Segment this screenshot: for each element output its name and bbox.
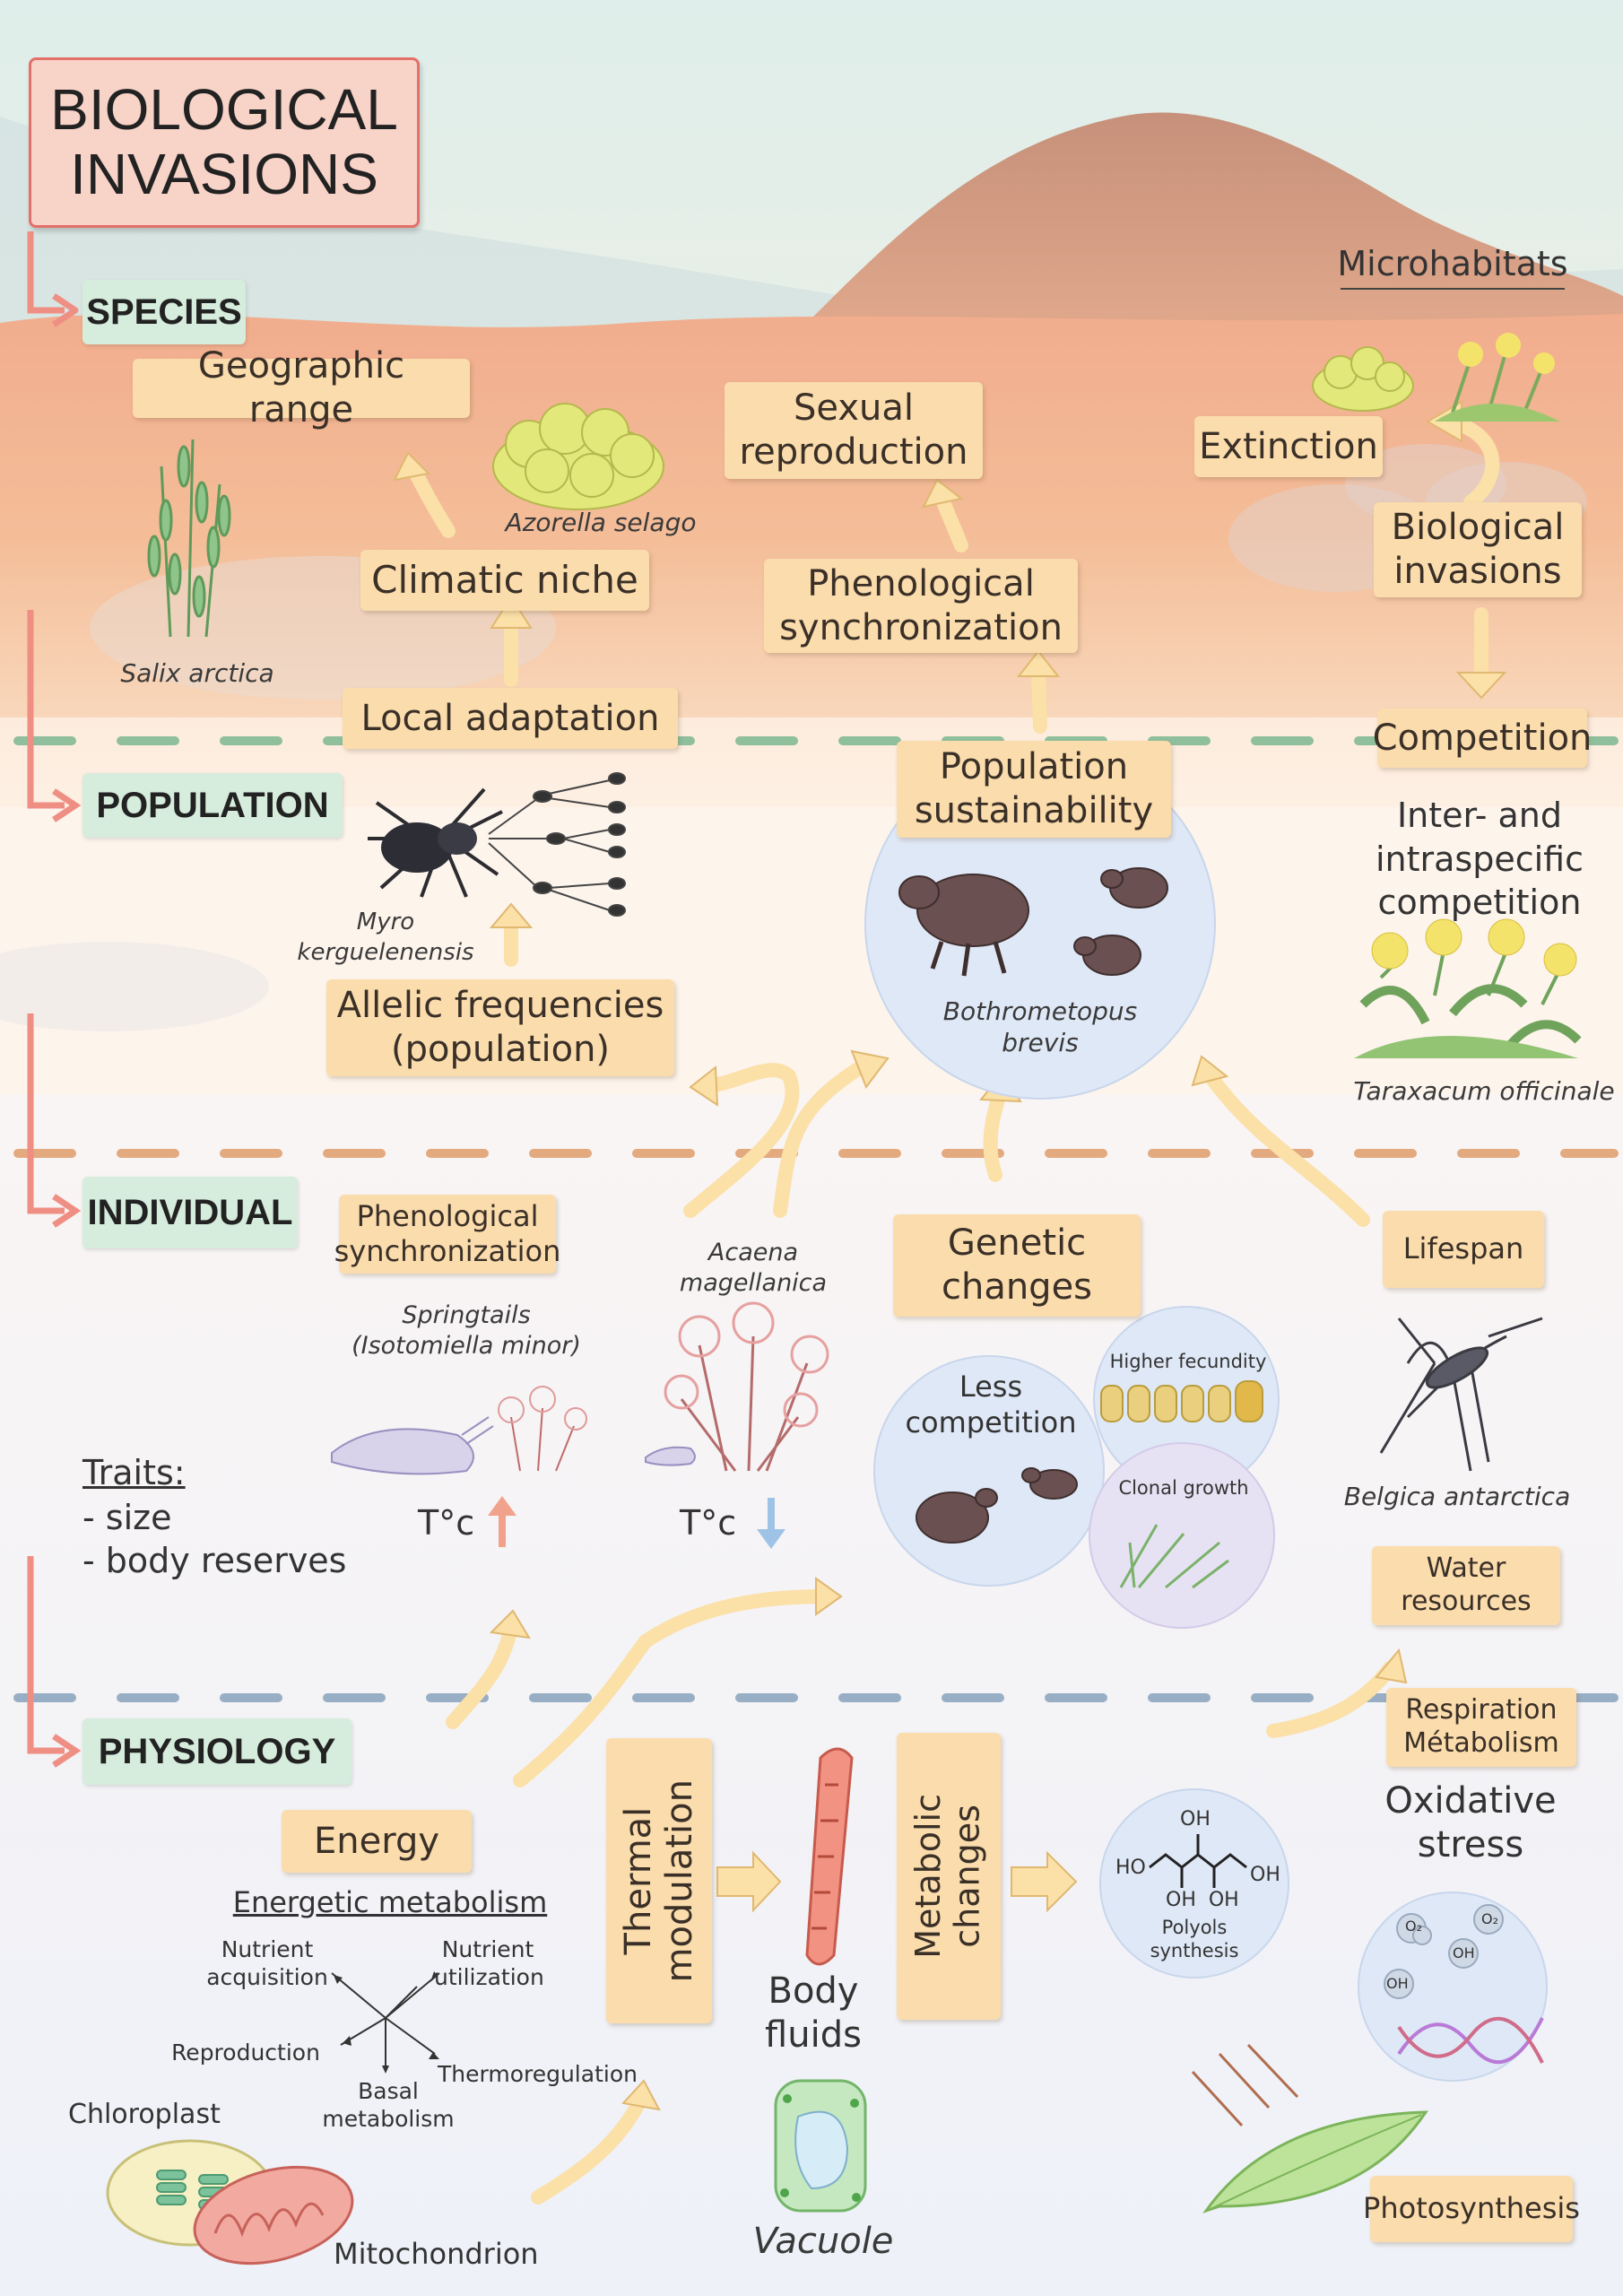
oxidative-o2-b: O₂ [1481, 1910, 1499, 1927]
geographic-range-box: Geographic range [133, 345, 470, 430]
sexual-reproduction-box: Sexual reproduction [725, 382, 983, 479]
phenological-sync-individual-box: Phenological synchronization [334, 1195, 560, 1274]
population-sustainability-box: Population sustainability [897, 741, 1171, 838]
polyol-oh-right: OH [1250, 1864, 1280, 1886]
bothrometopus-label: Bothrometopus brevis [942, 996, 1138, 1057]
water-resources-box: Water resources [1372, 1546, 1560, 1625]
competition-box: Competition [1373, 709, 1592, 768]
level-physiology-label: PHYSIOLOGY [98, 1731, 336, 1771]
energy-box: Energy [282, 1810, 472, 1873]
thermal-modulation-box: Thermal modulation [606, 1738, 712, 2023]
photosynthesis-box: Photosynthesis [1363, 2176, 1580, 2242]
genetic-changes-box: Genetic changes [893, 1214, 1141, 1317]
temp-down-label: T°c [680, 1503, 737, 1543]
springtails-label: Springtails (Isotomiella minor) [352, 1301, 581, 1360]
polyol-oh-bottom: OH OH [1166, 1889, 1239, 1911]
metabolic-changes-text: Metabolic changes [908, 1794, 987, 1959]
page-title: BIOLOGICAL INVASIONS [29, 57, 420, 228]
oxidative-oh-b: OH [1386, 1975, 1409, 1992]
local-adaptation-box: Local adaptation [343, 688, 678, 749]
thermoregulation-label: Thermoregulation [438, 2061, 638, 2087]
level-tag-species: SPECIES [82, 280, 246, 344]
page-title-text: BIOLOGICAL INVASIONS [50, 77, 398, 206]
polyol-oh-top: OH [1180, 1808, 1211, 1831]
level-species-label: SPECIES [86, 291, 242, 332]
respiration-box: Respiration Métabolism [1386, 1688, 1576, 1767]
nutrient-utilization-label: Nutrient utilization [434, 1936, 544, 1991]
thermal-modulation-text: Thermal modulation [618, 1779, 700, 1983]
myro-label: Myro kerguelenensis [297, 909, 474, 966]
body-fluids-label: Body fluids [765, 1970, 862, 2056]
extinction-box: Extinction [1194, 416, 1383, 477]
chloroplast-label: Chloroplast [68, 2099, 221, 2130]
level-tag-physiology: PHYSIOLOGY [82, 1718, 352, 1785]
basal-metabolism-label: Basal metabolism [322, 2078, 455, 2133]
level-individual-label: INDIVIDUAL [87, 1192, 293, 1232]
oxidative-stress-label: Oxidative stress [1384, 1780, 1557, 1866]
taraxacum-label: Taraxacum officinale [1353, 1076, 1615, 1106]
level-tag-population: POPULATION [82, 773, 343, 838]
clonal-growth-label: Clonal growth [1118, 1477, 1249, 1499]
oxidative-oh-a: OH [1453, 1944, 1475, 1961]
salix-label: Salix arctica [120, 658, 274, 688]
temp-up-label: T°c [418, 1503, 475, 1543]
nutrient-acquisition-label: Nutrient acquisition [206, 1936, 328, 1991]
level-population-label: POPULATION [96, 785, 329, 825]
metabolic-changes-box: Metabolic changes [897, 1733, 1001, 2020]
polyol-ho-left: HO [1115, 1857, 1146, 1879]
polyols-synthesis-label: Polyols synthesis [1150, 1917, 1239, 1962]
phenological-sync-species-box: Phenological synchronization [764, 559, 1078, 653]
microhabitats-label: Microhabitats [1337, 244, 1568, 283]
azorella-label: Azorella selago [505, 508, 697, 537]
less-competition-label: Less competition [905, 1370, 1077, 1439]
trait-size: - size [82, 1498, 172, 1537]
inter-intra-competition-label: Inter- and intraspecific competition [1375, 796, 1584, 923]
level-tag-individual: INDIVIDUAL [82, 1177, 298, 1248]
allelic-frequencies-box: Allelic frequencies (population) [326, 979, 674, 1076]
trait-body-reserves: - body reserves [82, 1541, 347, 1580]
energetic-metabolism-label: Energetic metabolism [232, 1885, 548, 1919]
oxidative-o2-a: O₂ [1405, 1918, 1423, 1935]
acaena-label: Acaena magellanica [679, 1239, 828, 1297]
climatic-niche-box: Climatic niche [360, 550, 649, 611]
biological-invasions-box: Biological invasions [1374, 502, 1582, 597]
belgica-label: Belgica antarctica [1343, 1482, 1571, 1511]
mitochondrion-label: Mitochondrion [334, 2237, 539, 2271]
reproduction-label: Reproduction [171, 2039, 320, 2066]
traits-title: Traits: [82, 1453, 186, 1492]
vacuole-label: Vacuole [752, 2221, 894, 2262]
lifespan-box: Lifespan [1383, 1211, 1544, 1288]
higher-fecundity-label: Higher fecundity [1109, 1351, 1267, 1372]
